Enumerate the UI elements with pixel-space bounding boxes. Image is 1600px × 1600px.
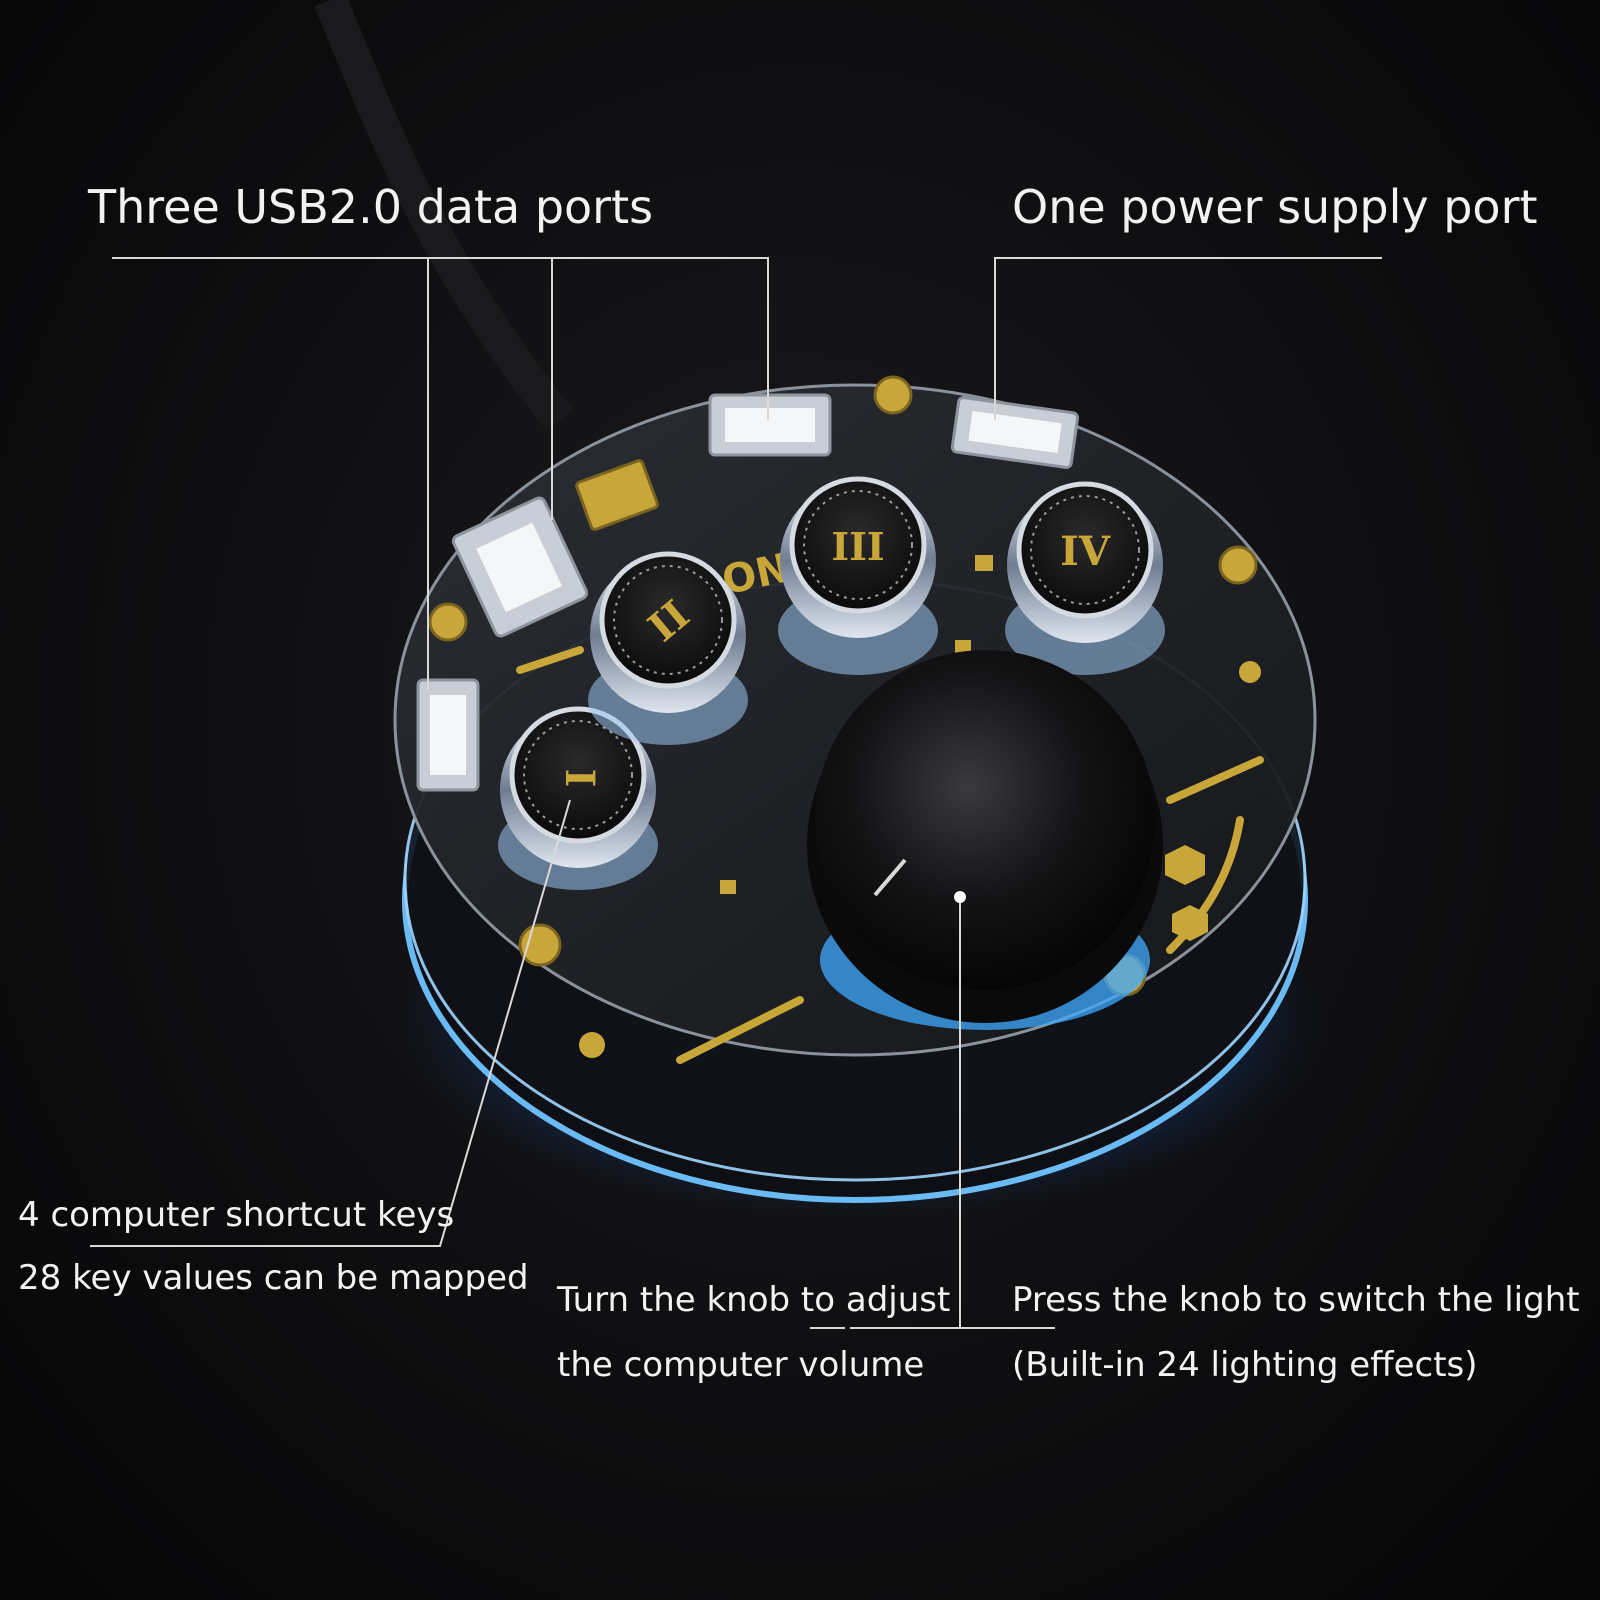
knob-press-callout-line1: Press the knob to switch the light (1012, 1280, 1580, 1320)
shortcut-keys-callout-line2: 28 key values can be mapped (18, 1258, 529, 1298)
shortcut-key-2[interactable]: II (588, 551, 748, 745)
mini-usb-port (575, 459, 659, 531)
usb-port-side (416, 678, 480, 792)
shortcut-key-4[interactable]: IV (1005, 481, 1165, 675)
knob-turn-callout-line1: Turn the knob to adjust (557, 1280, 951, 1320)
key-3-label: III (831, 524, 884, 569)
callout-lines (90, 257, 1382, 1329)
knob-callout-dot (954, 891, 966, 903)
key-1-label: I (556, 769, 603, 788)
knob-turn-callout-line2: the computer volume (557, 1345, 925, 1385)
shortcut-key-1[interactable]: I (498, 706, 658, 890)
usb-cable (314, 0, 574, 431)
shortcut-keys-callout-line1: 4 computer shortcut keys (18, 1195, 455, 1235)
gold-decorations (516, 646, 1264, 1064)
usb-port-top (708, 393, 832, 457)
knob-press-callout-line2: (Built-in 24 lighting effects) (1012, 1345, 1478, 1385)
power-supply-port (950, 396, 1080, 469)
power-port-callout: One power supply port (1012, 180, 1538, 234)
key-4-label: IV (1060, 528, 1111, 575)
usb-port-left (451, 496, 589, 638)
volume-knob[interactable] (807, 650, 1163, 1030)
shortcut-key-3[interactable]: III (778, 476, 938, 675)
usb-ports-callout: Three USB2.0 data ports (88, 180, 654, 234)
